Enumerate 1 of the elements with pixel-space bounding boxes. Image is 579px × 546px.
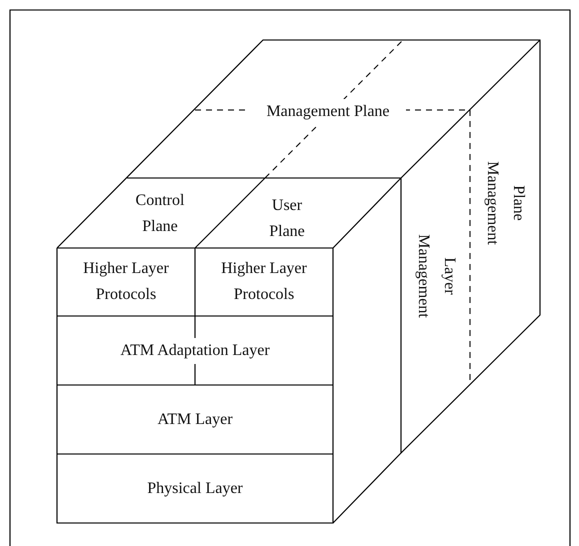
plane-label: Management Plane	[250, 99, 406, 125]
